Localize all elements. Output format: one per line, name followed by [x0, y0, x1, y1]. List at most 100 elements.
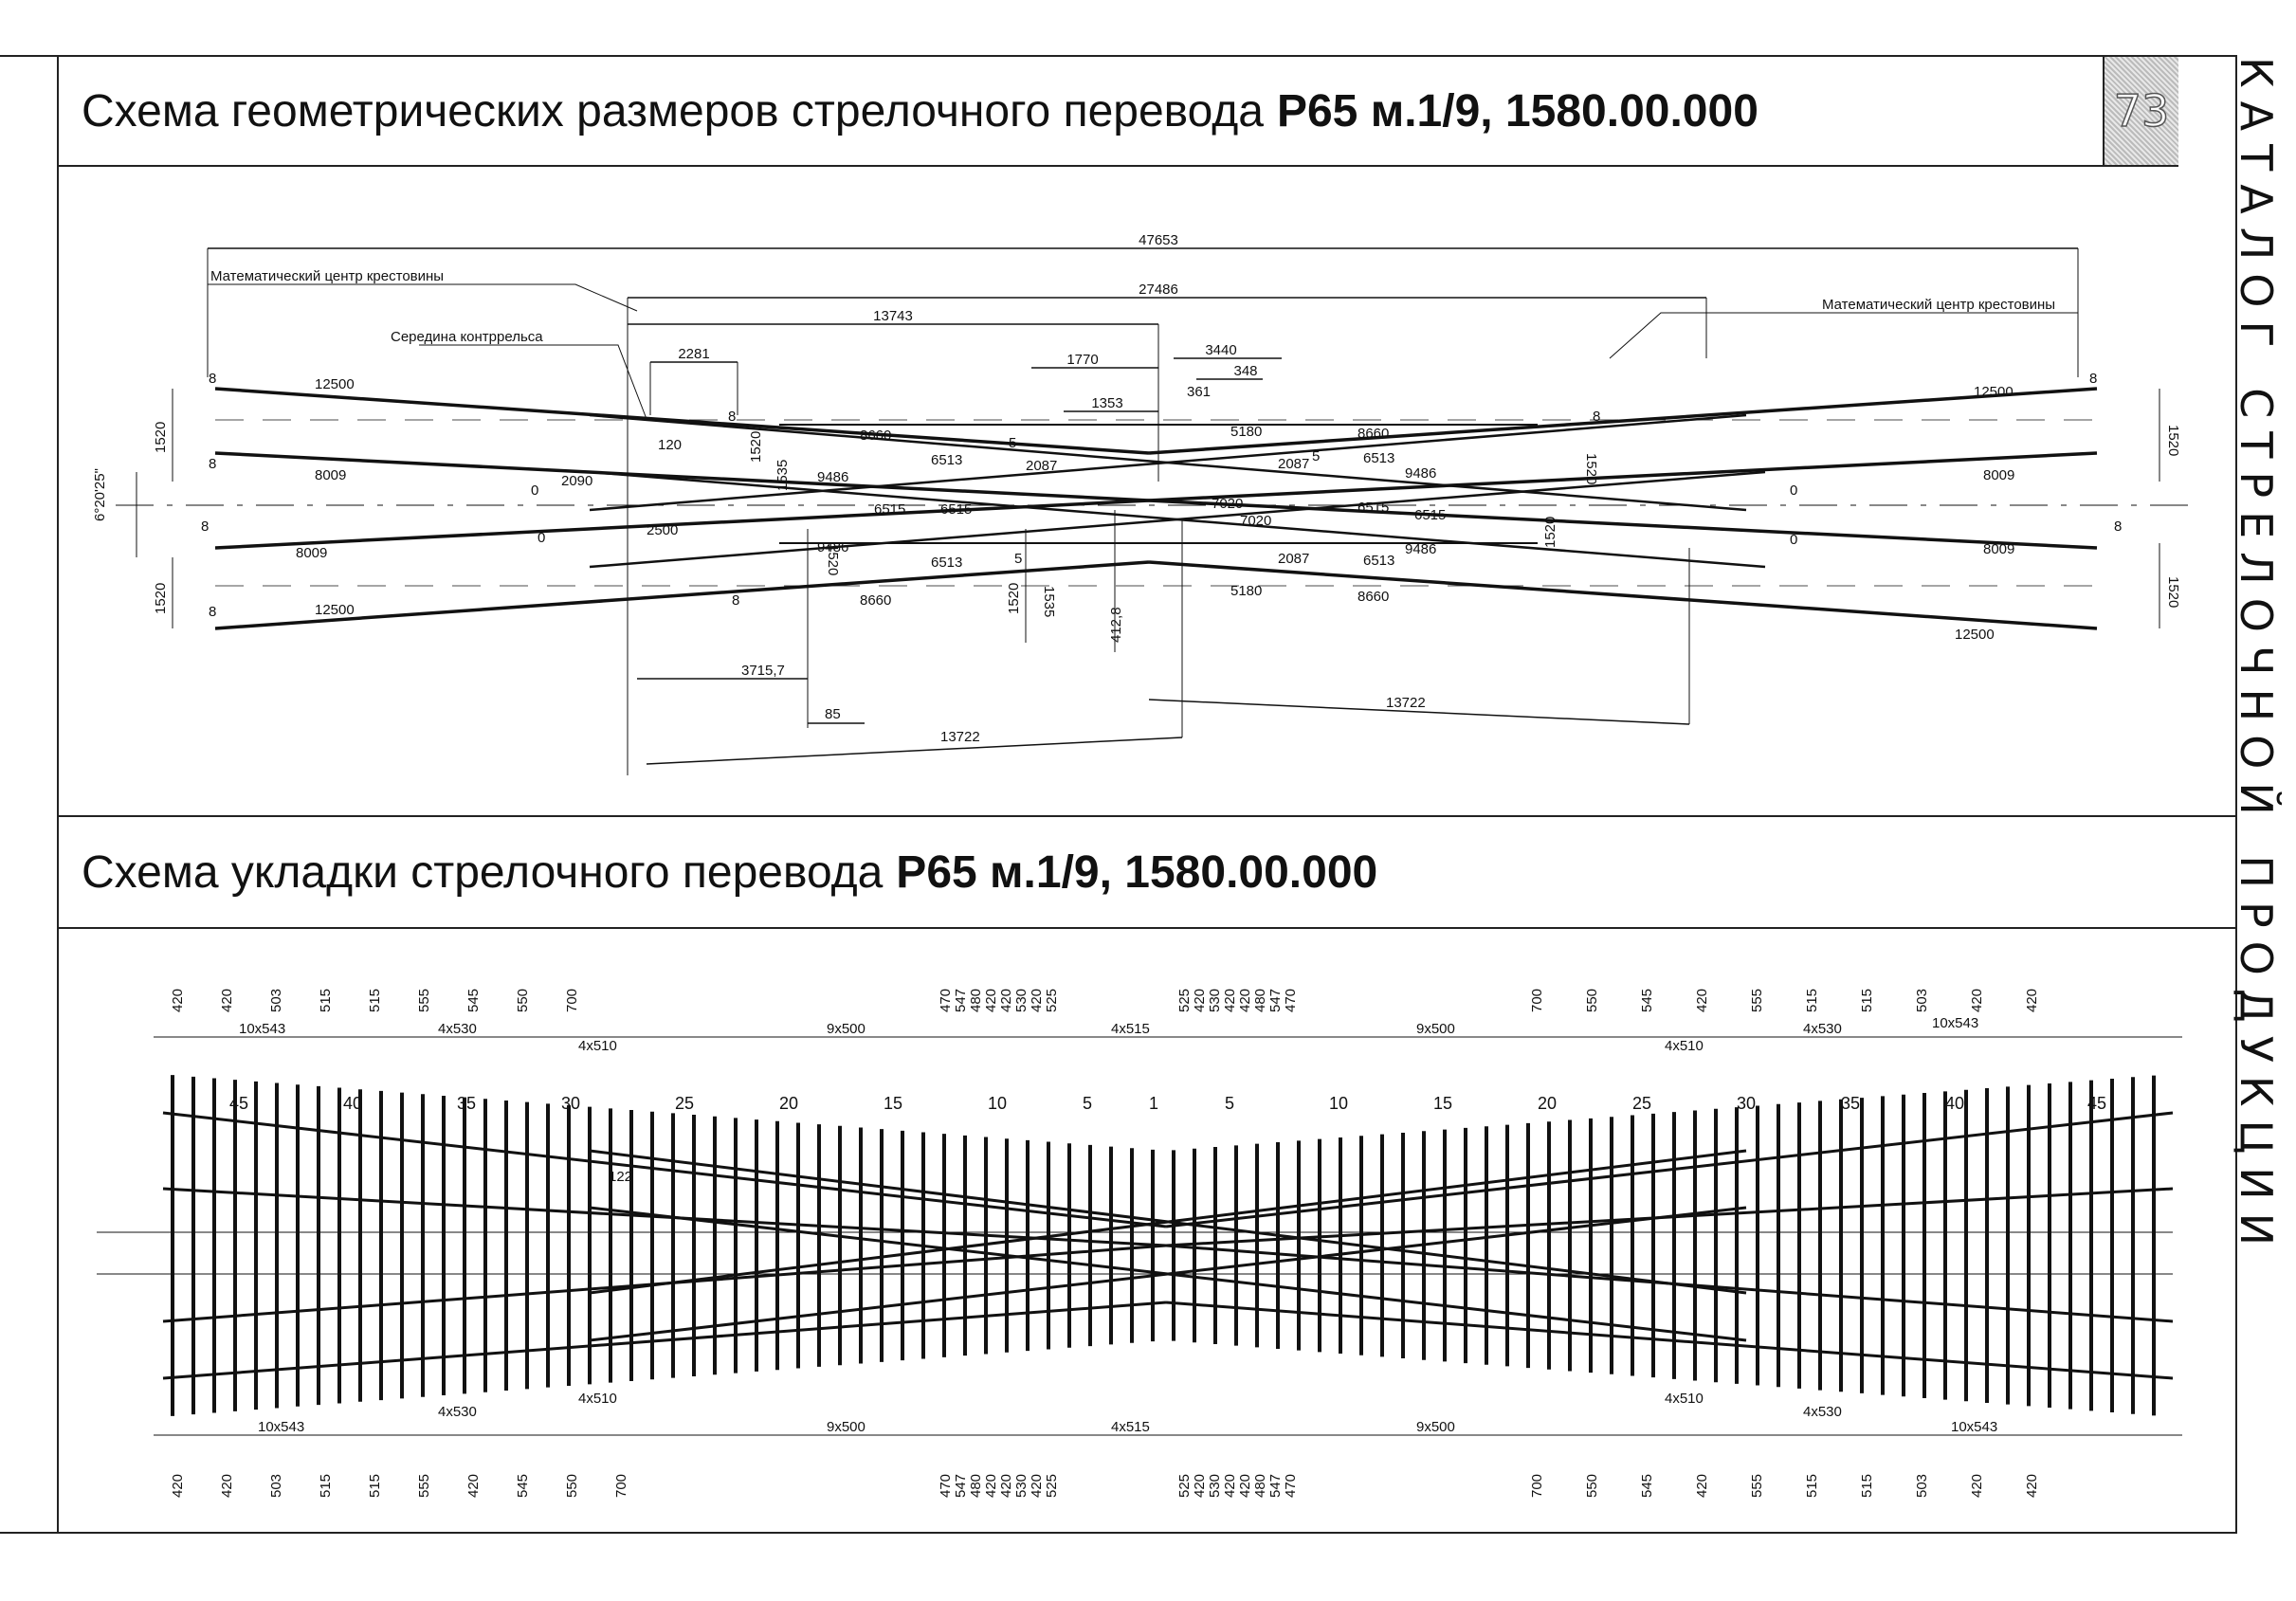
dim-6515-b: 6515 — [940, 501, 972, 518]
dim-6513-c: 6513 — [931, 555, 962, 571]
sleeper-number: 35 — [1841, 1094, 1860, 1113]
node-0-d: 0 — [1790, 532, 1797, 548]
dim-13722-right: 13722 — [1386, 695, 1426, 711]
dim-1520-c5: 1520 — [1542, 517, 1558, 548]
node-5-a: 5 — [1009, 435, 1016, 451]
top-single-dim-left: 515 — [318, 989, 334, 1012]
sleeper-number: 1 — [1149, 1094, 1158, 1113]
top-single-dim-left: 700 — [564, 989, 580, 1012]
bottom-single-dim-center-left: 470 — [938, 1474, 954, 1498]
bottom-single-dim-left: 420 — [465, 1474, 482, 1498]
bottom-group-4x510-left: 4x510 — [578, 1391, 617, 1407]
top-group-4x530-left: 4x530 — [438, 1021, 477, 1037]
top-single-dim-left: 550 — [515, 989, 531, 1012]
bottom-group-9x500-right: 9x500 — [1416, 1419, 1455, 1435]
bottom-group-10x543-left: 10x543 — [258, 1419, 304, 1435]
dim-2087-a: 2087 — [1278, 456, 1309, 472]
node-5-b: 5 — [1312, 448, 1320, 464]
bottom-single-dim-left: 420 — [219, 1474, 235, 1498]
layout-title-text: Схема укладки стрелочного перевода — [82, 846, 884, 898]
node-8-b: 8 — [209, 456, 216, 472]
bottom-single-dim-right: 420 — [2024, 1474, 2040, 1498]
dim-6515-c: 6515 — [1358, 500, 1389, 516]
bottom-single-dim-center-left: 530 — [1013, 1474, 1030, 1498]
bottom-single-dim-center-left: 547 — [953, 1474, 969, 1498]
sleeper-number: 45 — [229, 1094, 248, 1113]
dim-1353: 1353 — [1091, 395, 1122, 411]
bottom-single-dim-left: 515 — [318, 1474, 334, 1498]
dim-9486-a: 9486 — [817, 469, 848, 485]
top-group-4x515: 4x515 — [1111, 1021, 1150, 1037]
layout-title: Схема укладки стрелочного перевода Р65 м… — [59, 815, 2235, 929]
sleeper-number: 40 — [343, 1094, 362, 1113]
dim-1770: 1770 — [1066, 352, 1098, 368]
catalog-side-label: КАТАЛОГ СТРЕЛОЧНОЙ ПРОДУКЦИИ — [2218, 57, 2294, 1536]
top-group-10x543-right: 10x543 — [1932, 1015, 1978, 1031]
dim-5180-top: 5180 — [1230, 424, 1262, 440]
dim-9486-c: 9486 — [817, 539, 848, 555]
top-group-4x530-right: 4x530 — [1803, 1021, 1842, 1037]
top-single-dim-left: 545 — [465, 989, 482, 1012]
bottom-single-dim-center-right: 530 — [1207, 1474, 1223, 1498]
bottom-single-dim-center-right: 420 — [1237, 1474, 1253, 1498]
sleeper-number: 25 — [1632, 1094, 1651, 1113]
bottom-single-dim-right: 700 — [1529, 1474, 1545, 1498]
bottom-single-dim-center-left: 525 — [1044, 1474, 1060, 1498]
dim-span: 27486 — [1139, 282, 1178, 298]
top-single-dim-right: 515 — [1859, 989, 1875, 1012]
dim-6513-b: 6513 — [1363, 450, 1394, 466]
dim-8660-c: 8660 — [860, 592, 891, 609]
top-single-dim-center-left: 470 — [938, 989, 954, 1012]
dim-5180-bottom: 5180 — [1230, 583, 1262, 599]
bottom-group-4x530-right: 4x530 — [1803, 1404, 1842, 1420]
top-single-dim-center-right: 420 — [1222, 989, 1238, 1012]
dim-12500-left-top: 12500 — [315, 376, 355, 392]
bottom-single-dim-left: 700 — [613, 1474, 629, 1498]
sleeper-number: 25 — [675, 1094, 694, 1113]
dim-348: 348 — [1233, 363, 1257, 379]
geometry-title-text: Схема геометрических размеров стрелочног… — [82, 85, 1264, 136]
sleeper-number: 20 — [779, 1094, 798, 1113]
dim-7020-b: 7020 — [1240, 513, 1271, 529]
angle-label: 6°20'25" — [92, 468, 108, 521]
top-single-dim-right: 555 — [1749, 989, 1765, 1012]
top-single-dim-center-right: 420 — [1237, 989, 1253, 1012]
dim-120: 120 — [658, 437, 682, 453]
geometry-title-bold: Р65 м.1/9, 1580.00.000 — [1276, 85, 1758, 136]
node-8-e: 8 — [728, 409, 736, 425]
dim-12500-right-bottom: 12500 — [1955, 627, 1995, 643]
top-single-dim-center-left: 547 — [953, 989, 969, 1012]
dim-3715: 3715,7 — [741, 663, 785, 679]
bottom-single-dim-center-right: 420 — [1222, 1474, 1238, 1498]
bottom-single-dim-left: 503 — [268, 1474, 284, 1498]
bottom-group-4x515: 4x515 — [1111, 1419, 1150, 1435]
dim-8660-b: 8660 — [1358, 426, 1389, 442]
dim-9486-d: 9486 — [1405, 541, 1436, 557]
top-group-4x510-left: 4x510 — [578, 1038, 617, 1054]
top-single-dim-center-right: 470 — [1283, 989, 1299, 1012]
sleeper-number: 30 — [1737, 1094, 1756, 1113]
sleeper-number: 15 — [884, 1094, 902, 1113]
dim-1520-c1: 1520 — [748, 431, 764, 463]
counter-rail-middle-label: Середина контррельса — [391, 329, 543, 345]
dim-8009-right-bottom: 8009 — [1983, 541, 2014, 557]
top-single-dim-right: 420 — [2024, 989, 2040, 1012]
dim-1535-c1: 1535 — [774, 460, 791, 491]
top-single-dim-right: 503 — [1914, 989, 1930, 1012]
layout-title-bold: Р65 м.1/9, 1580.00.000 — [896, 846, 1378, 898]
node-0-c: 0 — [1790, 482, 1797, 499]
dim-2281: 2281 — [678, 346, 709, 362]
sleeper-number: 5 — [1083, 1094, 1092, 1113]
sleeper-number: 15 — [1433, 1094, 1452, 1113]
dim-6513-d: 6513 — [1363, 553, 1394, 569]
sleeper-number: 10 — [988, 1094, 1007, 1113]
node-8-g: 8 — [2089, 371, 2097, 387]
dim-1520-left-bottom: 1520 — [153, 583, 169, 614]
dim-total: 47653 — [1139, 232, 1178, 248]
dim-6515-a: 6515 — [874, 501, 905, 518]
dim-12500-left-bottom: 12500 — [315, 602, 355, 618]
dim-13722-left: 13722 — [940, 729, 980, 745]
bottom-single-dim-left: 555 — [416, 1474, 432, 1498]
bottom-single-dim-left: 515 — [367, 1474, 383, 1498]
top-single-dim-left: 503 — [268, 989, 284, 1012]
